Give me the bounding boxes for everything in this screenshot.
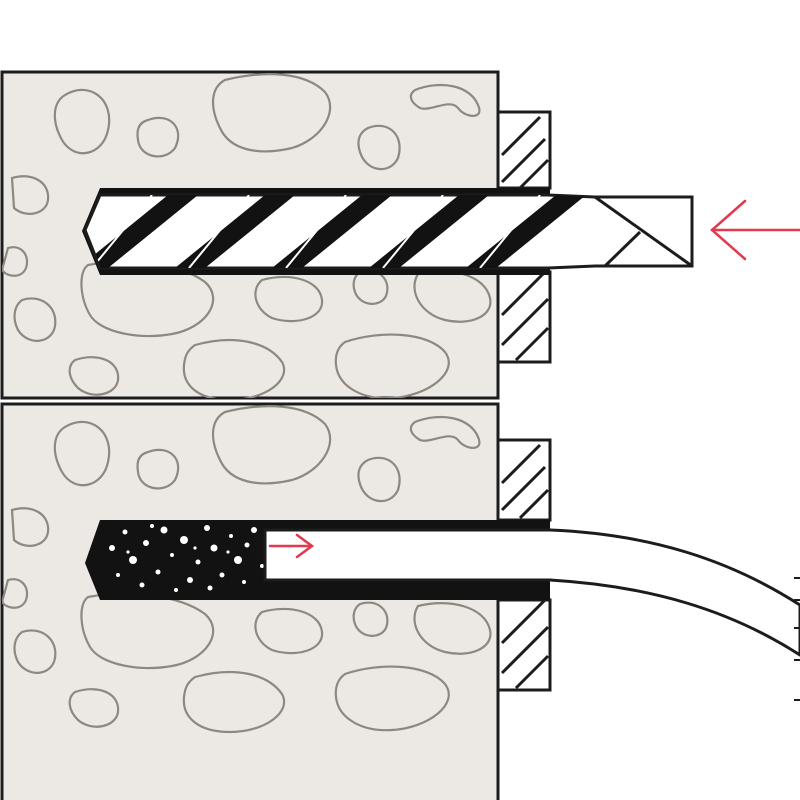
drill-bit: [83, 193, 694, 270]
cleaning-panel: [0, 402, 800, 800]
fixture-plate-bottom: [496, 438, 552, 692]
insertion-arrow-icon: [710, 199, 800, 261]
drill-dust: [109, 524, 264, 592]
hose-edge-marks: [794, 577, 800, 701]
air-nozzle-tube: [263, 528, 800, 657]
concrete-block-bottom: [0, 402, 500, 800]
air-flow-arrow-icon: [268, 533, 315, 559]
drilling-panel: [0, 70, 800, 400]
